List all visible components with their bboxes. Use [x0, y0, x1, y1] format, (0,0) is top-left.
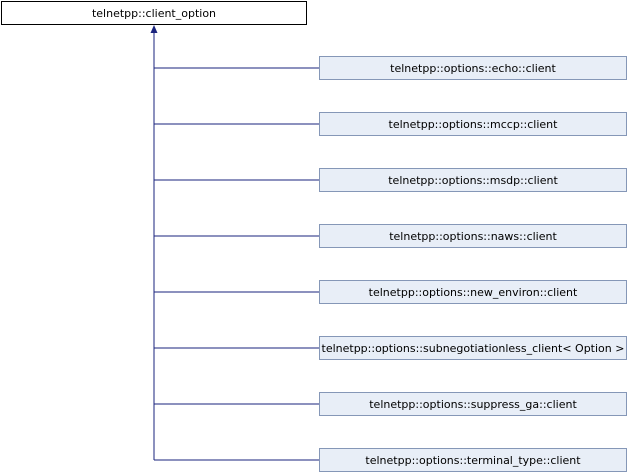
derived-class-label: telnetpp::options::new_environ::client [368, 285, 578, 299]
derived-class-label: telnetpp::options::mccp::client [388, 117, 558, 131]
derived-class-node-mccp[interactable]: telnetpp::options::mccp::client [319, 112, 627, 136]
derived-class-label: telnetpp::options::echo::client [390, 61, 556, 75]
base-class-node[interactable]: telnetpp::client_option [1, 1, 307, 25]
derived-class-label: telnetpp::options::msdp::client [388, 173, 558, 187]
derived-class-node-suppress-ga[interactable]: telnetpp::options::suppress_ga::client [319, 392, 627, 416]
derived-class-label: telnetpp::options::terminal_type::client [365, 453, 581, 467]
derived-class-node-echo[interactable]: telnetpp::options::echo::client [319, 56, 627, 80]
derived-class-label: telnetpp::options::subnegotiationless_cl… [321, 341, 625, 355]
edge-group [150, 25, 319, 461]
derived-class-node-naws[interactable]: telnetpp::options::naws::client [319, 224, 627, 248]
derived-class-label: telnetpp::options::naws::client [389, 229, 557, 243]
derived-class-node-subnegotiationless[interactable]: telnetpp::options::subnegotiationless_cl… [319, 336, 627, 360]
inheritance-arrowhead [150, 25, 158, 33]
derived-class-label: telnetpp::options::suppress_ga::client [369, 397, 577, 411]
derived-class-node-new-environ[interactable]: telnetpp::options::new_environ::client [319, 280, 627, 304]
derived-class-node-terminal-type[interactable]: telnetpp::options::terminal_type::client [319, 448, 627, 472]
base-class-label: telnetpp::client_option [91, 6, 217, 20]
derived-class-node-msdp[interactable]: telnetpp::options::msdp::client [319, 168, 627, 192]
